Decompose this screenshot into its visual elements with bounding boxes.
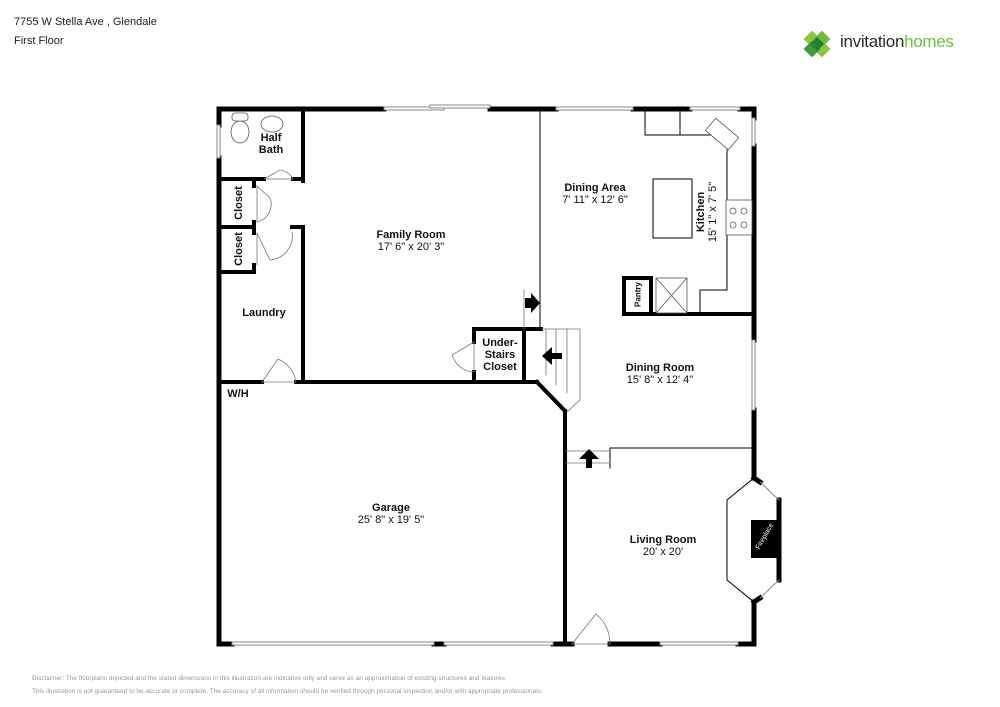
- room-label-garage: Garage 25' 8" x 19' 5": [357, 502, 425, 526]
- room-label-pantry: Pantry: [633, 282, 643, 307]
- wh-label: W/H: [227, 388, 249, 400]
- arrow-left-icon: [542, 347, 562, 365]
- disclaimer-line-1: Disclaimer: The floorplans depicted and …: [32, 675, 507, 682]
- brand-logo: invitationhomes: [798, 26, 983, 62]
- exterior-walls: [216, 106, 782, 647]
- room-label-under-stairs-closet: Under- Stairs Closet: [482, 337, 518, 373]
- room-label-living-room: Living Room 20' x 20': [629, 534, 697, 558]
- brand-name: invitationhomes: [840, 32, 954, 51]
- room-label-laundry: Laundry: [242, 307, 286, 319]
- arrow-up-icon: [579, 449, 599, 468]
- kitchen-sink-icon: [704, 117, 740, 151]
- room-label-family-room: Family Room 17' 6" x 20' 3": [376, 229, 446, 253]
- room-label-kitchen: Kitchen 15' 1" x 7' 5": [695, 181, 719, 243]
- room-label-half-bath: Half Bath: [258, 132, 284, 156]
- disclaimer-line-2: This illustration is not guaranteed to b…: [32, 688, 543, 695]
- stair-arrows: [525, 293, 599, 468]
- sink-icon: [260, 115, 284, 133]
- room-label-closet-1: Closet: [233, 186, 245, 220]
- floor-label: First Floor: [14, 35, 64, 47]
- toilet-icon: [230, 120, 250, 144]
- leaf-logo-icon: [803, 30, 831, 58]
- fireplace-block: [751, 520, 779, 558]
- room-label-dining-room: Dining Room 15' 8" x 12' 4": [625, 362, 695, 386]
- stove-icon: [725, 199, 753, 236]
- room-label-dining-area: Dining Area 7' 11" x 12' 6": [562, 182, 628, 206]
- arrow-right-icon: [525, 293, 540, 313]
- property-address: 7755 W Stella Ave , Glendale: [14, 16, 157, 28]
- room-label-closet-2: Closet: [233, 232, 245, 266]
